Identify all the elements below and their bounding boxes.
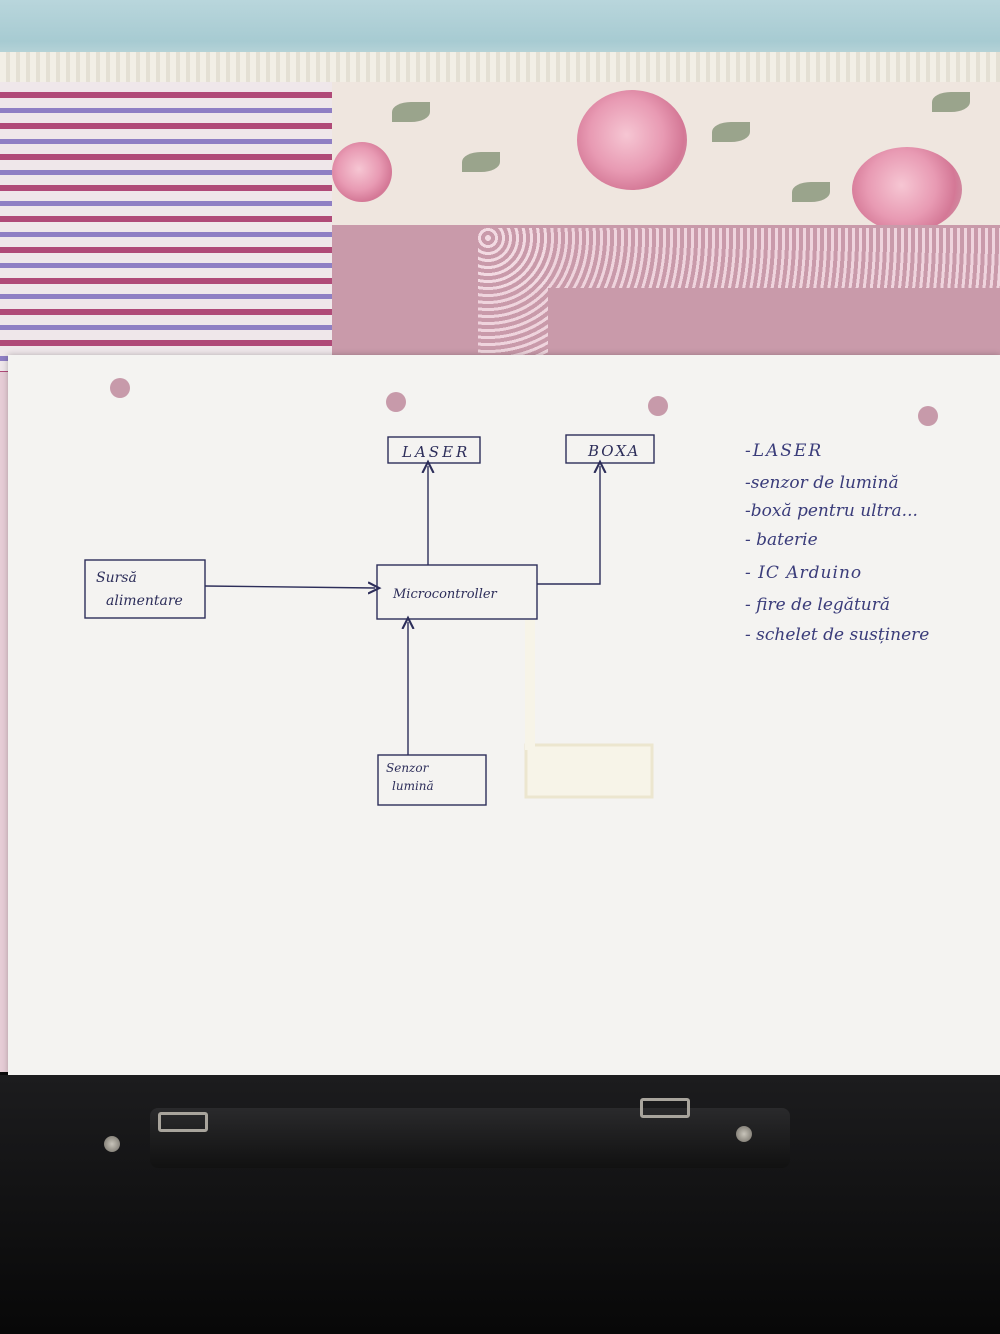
arrow-micro-to-boxa [537,466,600,585]
bag-rivet [104,1136,120,1152]
leaf-decoration [792,182,830,202]
light-sensor-box [377,754,487,806]
microcontroller-label: Microcontroller [392,587,498,602]
paper-sheet [8,355,1000,1075]
rose-decoration [332,142,392,202]
lace-border [478,228,548,375]
power-supply-box [84,559,206,619]
parts-list-item: -LASER [745,441,823,461]
towel-fringe [0,52,1000,82]
parts-list-item: -senzor de lumină [745,473,899,493]
power-supply-label-line1: Sursă [96,570,137,586]
power-supply-label-line2: alimentare [106,593,183,609]
punch-hole [648,396,668,416]
bag-buckle [640,1098,690,1118]
punch-hole [110,378,130,398]
bag-handle [150,1108,790,1168]
lace-border [478,228,1000,288]
leaf-decoration [712,122,750,142]
leaf-decoration [932,92,970,112]
bag-rivet [736,1126,752,1142]
bag-buckle [158,1112,208,1132]
arrow-power-to-micro [204,586,375,588]
leaf-decoration [392,102,430,122]
striped-fabric-background [0,82,332,372]
boxa-label: BOXA [587,442,640,460]
correction-fluid-patch [524,743,654,799]
parts-list-item: - IC Arduino [745,563,862,583]
parts-list-item: -boxă pentru ultra... [745,501,918,521]
laser-label: LASER [401,443,470,461]
leaf-decoration [462,152,500,172]
correction-fluid-streak [525,620,535,750]
rose-pattern-background [332,82,1000,227]
punch-hole [386,392,406,412]
parts-list-item: - schelet de susținere [745,625,929,645]
light-sensor-label-line1: Senzor [386,761,430,775]
rose-decoration [577,90,687,190]
punch-hole [918,406,938,426]
boxa-box [565,434,655,464]
parts-list-item: - baterie [745,530,818,550]
light-sensor-label-line2: lumină [392,779,434,793]
rose-decoration [852,147,962,227]
parts-list-item: - fire de legătură [745,595,890,615]
